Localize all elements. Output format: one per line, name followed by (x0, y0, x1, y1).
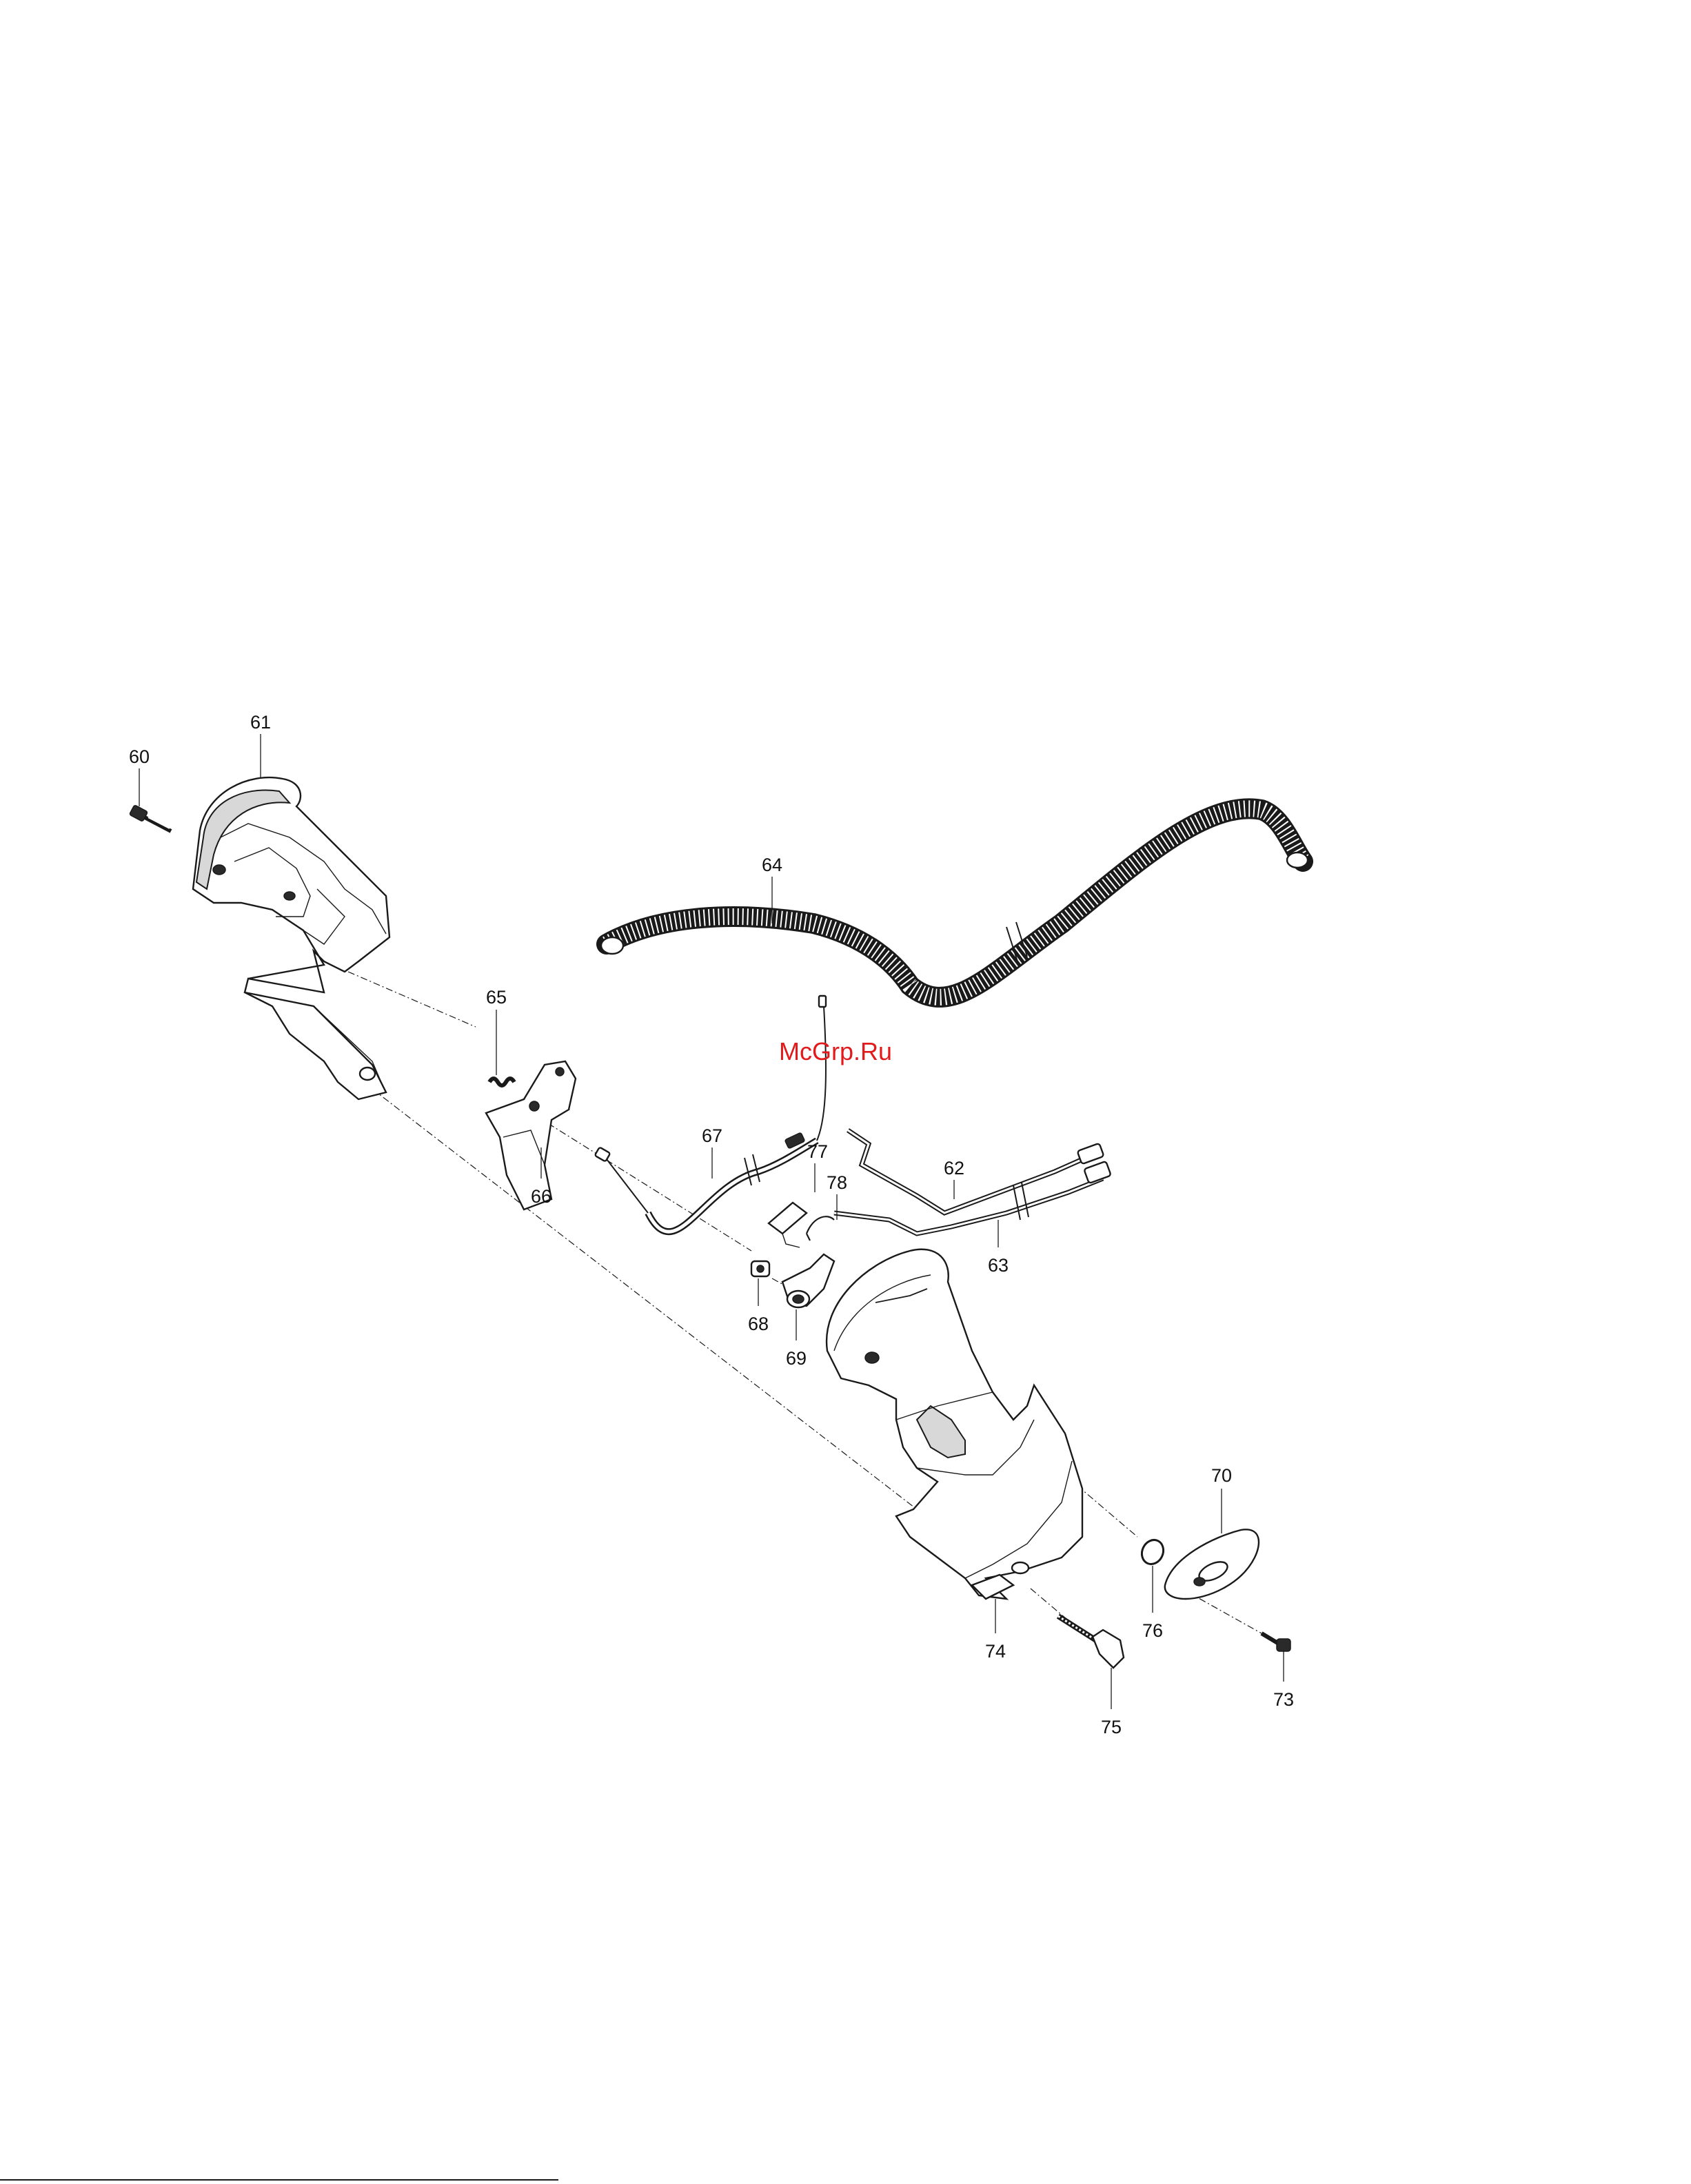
label-74: 74 (985, 1641, 1006, 1662)
parts-62-63-wires (834, 1130, 1111, 1234)
part-77-clip (769, 1203, 807, 1247)
label-75: 75 (1101, 1717, 1122, 1737)
label-66: 66 (531, 1186, 551, 1207)
part-61-handle-housing (193, 777, 389, 1099)
watermark-text: McGrp.Ru (779, 1037, 892, 1065)
label-70: 70 (1211, 1465, 1232, 1486)
label-76: 76 (1142, 1620, 1163, 1641)
label-73: 73 (1273, 1689, 1294, 1710)
label-68: 68 (748, 1314, 769, 1334)
label-61: 61 (250, 712, 271, 733)
label-63: 63 (988, 1255, 1009, 1276)
part-60-screw (130, 805, 171, 831)
part-64-corrugated-hose (601, 808, 1308, 997)
label-64: 64 (762, 855, 782, 875)
label-77: 77 (807, 1141, 828, 1162)
part-73-screw (1262, 1633, 1290, 1651)
part-65-spring (489, 1079, 514, 1085)
main-handle-housing (827, 1249, 1082, 1599)
part-78-spring-clip (807, 1216, 834, 1241)
label-67: 67 (702, 1125, 722, 1146)
label-60: 60 (129, 746, 150, 767)
label-65: 65 (486, 987, 507, 1008)
part-69-switch (782, 1254, 834, 1307)
part-70-end-cap (1165, 1529, 1259, 1599)
part-67-throttle-cable (595, 996, 826, 1232)
label-78: 78 (827, 1172, 847, 1193)
label-69: 69 (786, 1348, 807, 1369)
label-62: 62 (944, 1158, 964, 1178)
part-75-knob-bolt (1058, 1616, 1124, 1668)
part-76-washer (1138, 1536, 1167, 1567)
part-68-nut (751, 1261, 769, 1276)
